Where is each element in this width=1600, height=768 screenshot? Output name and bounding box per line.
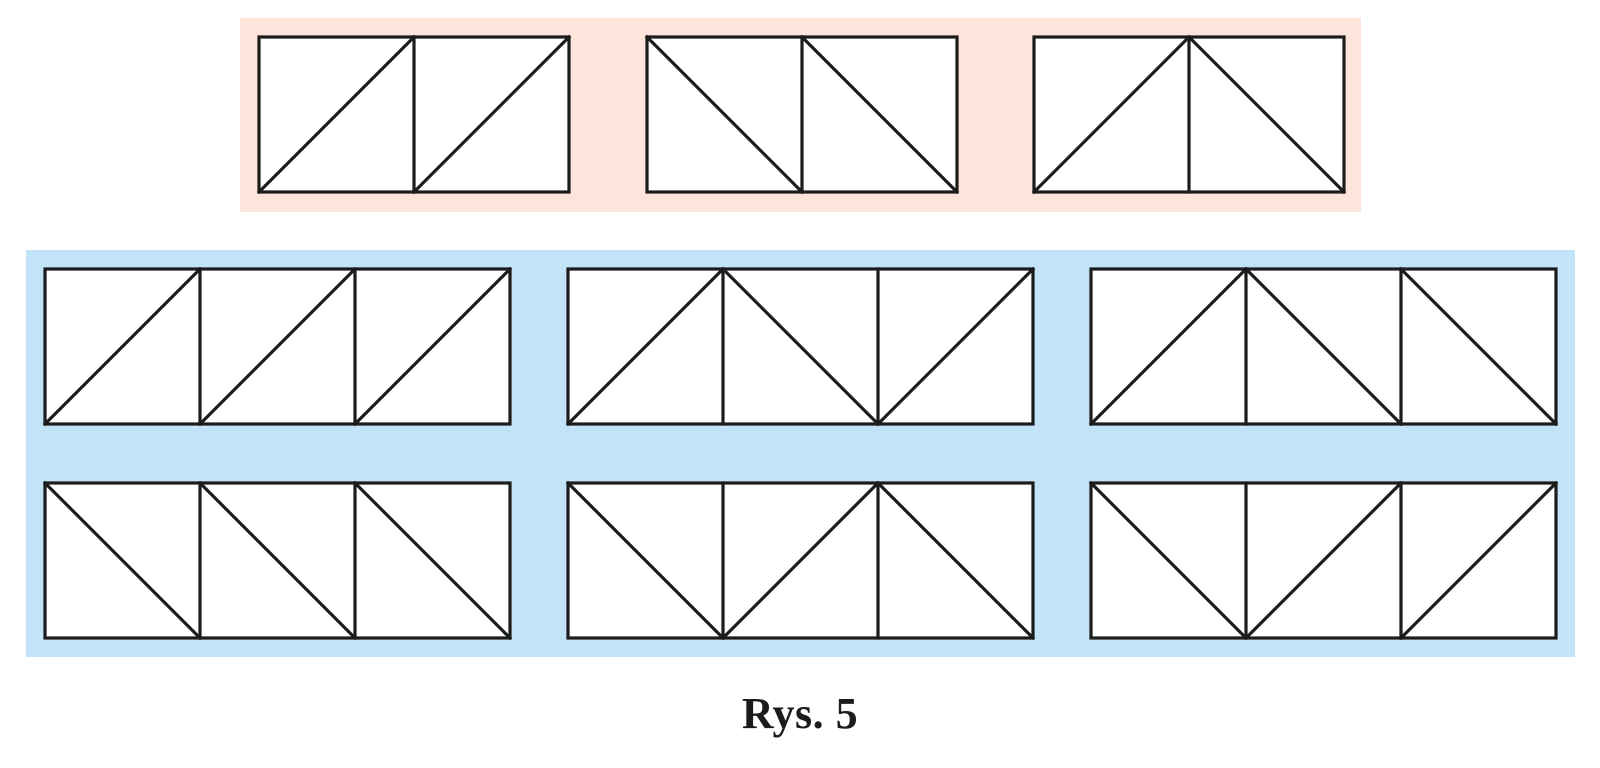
top-group-figure-3	[1031, 34, 1347, 195]
diagonal-up	[256, 34, 417, 195]
figures-layer	[42, 34, 1559, 641]
bottom-group-figure-3	[1088, 266, 1559, 427]
diagonal-up	[352, 266, 513, 427]
diagonal-down	[644, 34, 805, 195]
diagonal-down	[42, 480, 203, 641]
bottom-group-figure-6	[1088, 480, 1559, 641]
diagonal-down	[1398, 266, 1559, 427]
diagonal-down	[565, 480, 726, 641]
diagonal-up	[875, 266, 1036, 427]
diagonal-down	[1088, 480, 1249, 641]
figure-caption: Rys. 5	[741, 689, 859, 738]
diagonal-up	[1088, 266, 1249, 427]
diagonal-down	[1186, 34, 1347, 195]
diagonal-up	[197, 266, 358, 427]
bottom-group-figure-4	[42, 480, 513, 641]
diagonal-up	[565, 266, 726, 427]
top-group-figure-1	[256, 34, 572, 195]
bottom-group-figure-2	[565, 266, 1036, 427]
diagonal-up	[1031, 34, 1192, 195]
diagonal-down	[875, 480, 1036, 641]
bottom-group-figure-5	[565, 480, 1036, 641]
diagonal-up	[1398, 480, 1559, 641]
diagonal-down	[720, 266, 881, 427]
diagonal-up	[720, 480, 881, 641]
diagonal-down	[352, 480, 513, 641]
diagonal-down	[799, 34, 960, 195]
diagonal-down	[1243, 266, 1404, 427]
top-group-figure-2	[644, 34, 960, 195]
diagonal-up	[42, 266, 203, 427]
diagonal-up	[411, 34, 572, 195]
bottom-group-figure-1	[42, 266, 513, 427]
diagonal-down	[197, 480, 358, 641]
diagonal-up	[1243, 480, 1404, 641]
